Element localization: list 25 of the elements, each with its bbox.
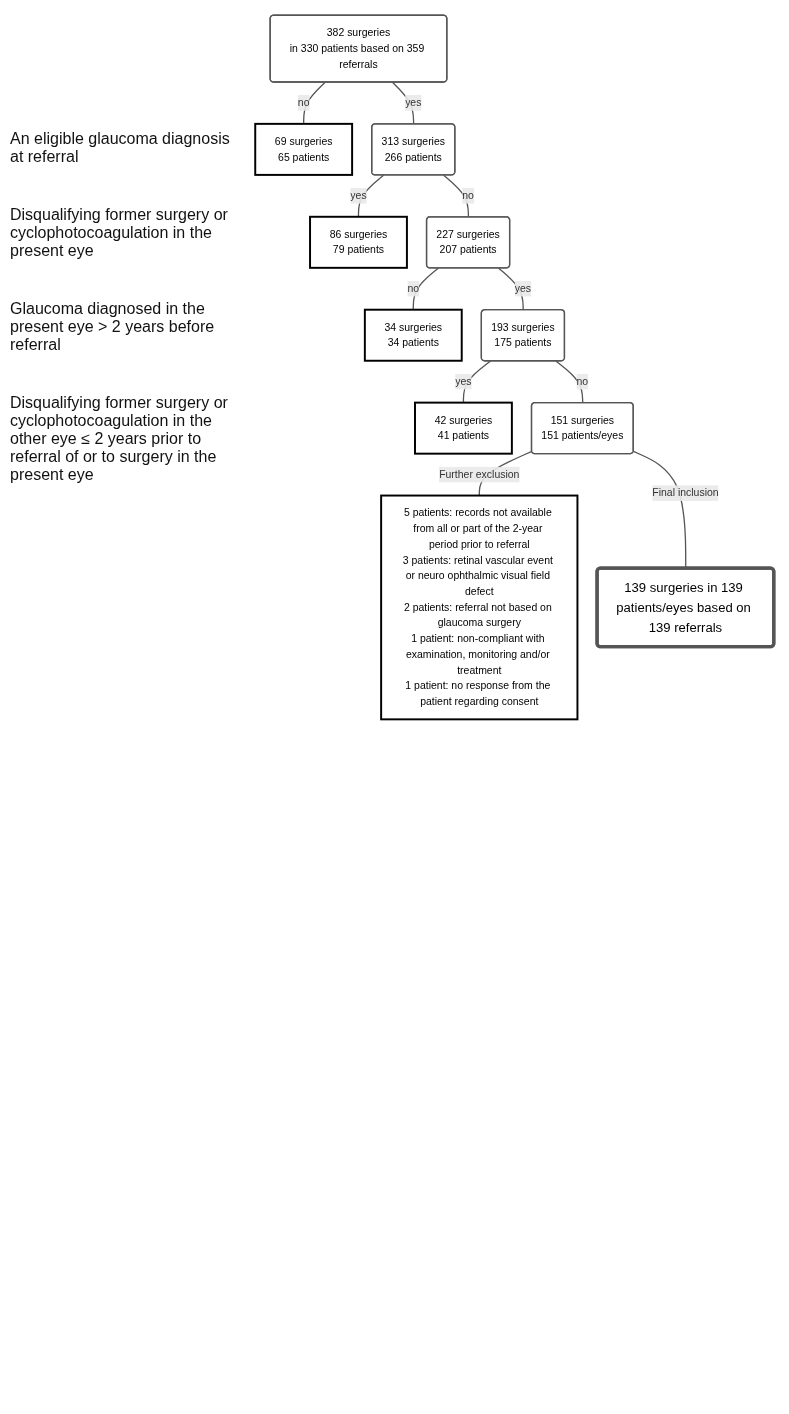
connector — [412, 267, 439, 311]
edge-label: no — [462, 189, 474, 202]
edge-label: yes — [514, 282, 532, 294]
edge-label: no — [297, 97, 310, 109]
edge-label: no — [576, 375, 589, 387]
node-box: 34 surgeries 34 patients — [363, 308, 463, 362]
edge-label: Final inclusion — [652, 487, 719, 499]
node-box: 86 surgeries 79 patients — [309, 215, 408, 269]
edge-label: yes — [350, 189, 367, 202]
node-box: 42 surgeries 41 patients — [414, 401, 513, 455]
connector — [443, 174, 470, 218]
node-box: 69 surgeries 65 patients — [254, 122, 354, 176]
connector — [555, 360, 584, 404]
connector — [497, 267, 524, 311]
node-box: 5 patients: records not available from all or part of the 2-year period prior to referral 3 patients: retinal vascular event or neuro ophthalmic visual field defect 2 patients: referral not based on glaucoma surgery 1 patient: non-compliant with examination, monitoring and/or treatment 1 patient: no response from the patient regarding consent — [380, 494, 579, 721]
criterion-note: Glaucoma diagnosed in the present eye > 2 years before referral — [10, 300, 216, 354]
criterion-note: Disqualifying former surgery or cyclophotocoagulation in the other eye ≤ 2 years prior to referral of or to surgery in the present eye — [10, 394, 229, 484]
connector — [462, 360, 492, 404]
edge-label: yes — [455, 375, 472, 387]
connector — [303, 81, 326, 125]
criterion-note: Disqualifying former surgery or cyclophotocoagulation in the present eye — [10, 206, 229, 260]
edge-label: Further exclusion — [439, 468, 520, 480]
criterion-note: An eligible glaucoma diagnosis at referral — [10, 130, 231, 166]
edge-label: yes — [405, 97, 422, 109]
edge-label: no — [407, 282, 420, 294]
